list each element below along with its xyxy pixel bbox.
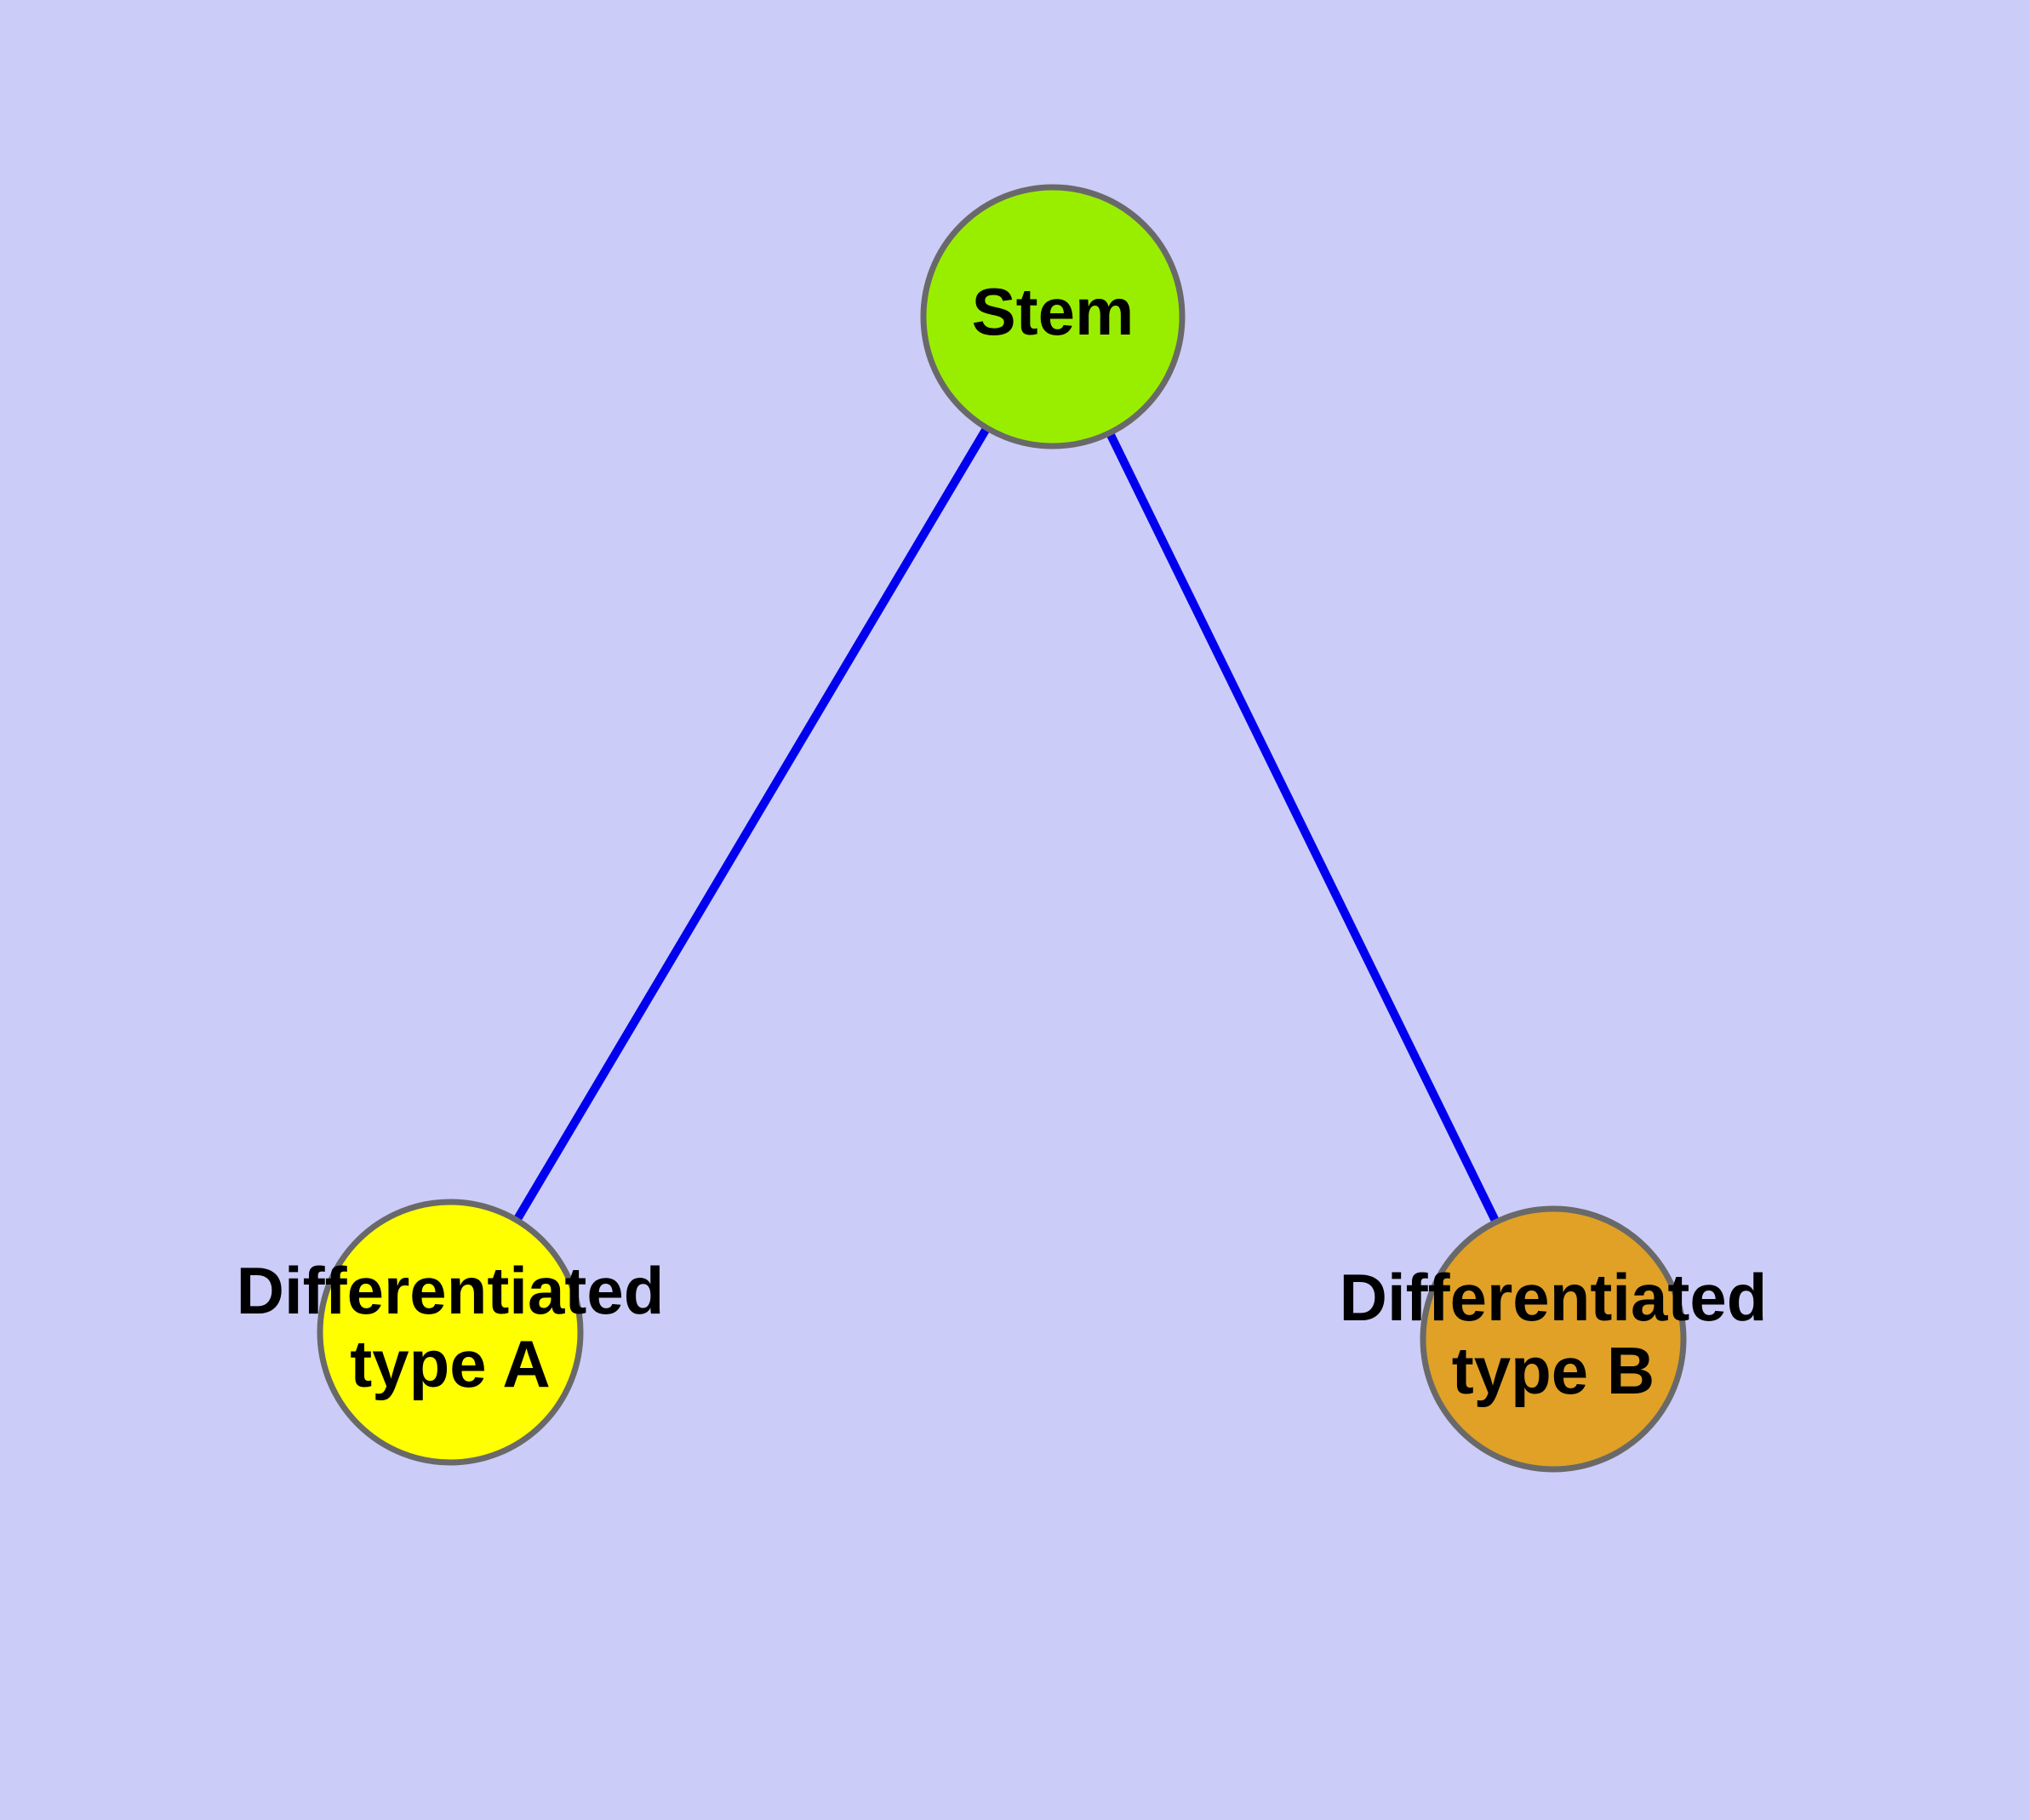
node-label-line: Stem (972, 274, 1135, 349)
node-label-line: Differentiated (1340, 1260, 1768, 1335)
node-circle-diff_a[interactable] (317, 1199, 584, 1466)
node-label-line: Differentiated (237, 1253, 665, 1328)
edge-layer (512, 424, 1501, 1226)
edge-stem-diff-b[interactable] (1105, 429, 1501, 1226)
graph-node-stem[interactable]: Stem (920, 184, 1186, 449)
edge-stem-diff-a[interactable] (512, 424, 992, 1224)
node-circle-diff_b[interactable] (1420, 1205, 1687, 1473)
node-circle-stem[interactable] (920, 184, 1186, 449)
node-label-line: type B (1452, 1333, 1655, 1408)
node-label-line: type A (350, 1326, 551, 1401)
node-label-stem: Stem (972, 274, 1135, 349)
